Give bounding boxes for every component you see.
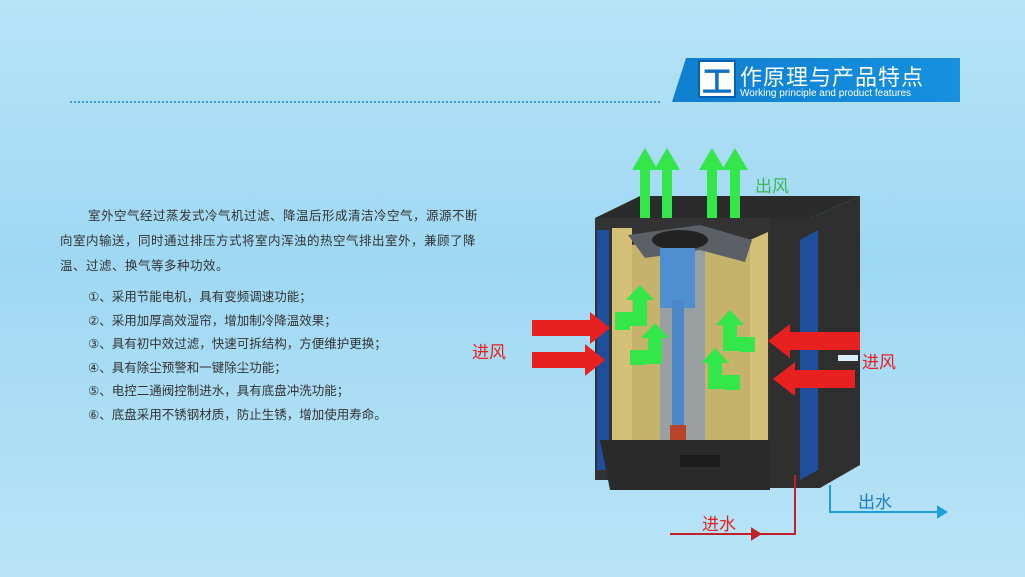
base-drain [680, 455, 720, 467]
fan-blade [652, 230, 708, 250]
air-out-label: 出风 [755, 172, 789, 197]
air-in-label-right: 进风 [862, 348, 896, 373]
water-in-label: 进水 [702, 510, 736, 535]
left-wet-pad [612, 228, 632, 450]
drive-shaft [672, 300, 684, 430]
machine-right-panel [800, 230, 818, 480]
control-indicator [838, 355, 858, 361]
air-in-arrow-left [532, 344, 605, 376]
water-out-label: 出水 [858, 488, 892, 513]
left-blue-pad [597, 230, 609, 470]
motor [660, 248, 695, 308]
air-in-label-left: 进风 [472, 338, 506, 363]
